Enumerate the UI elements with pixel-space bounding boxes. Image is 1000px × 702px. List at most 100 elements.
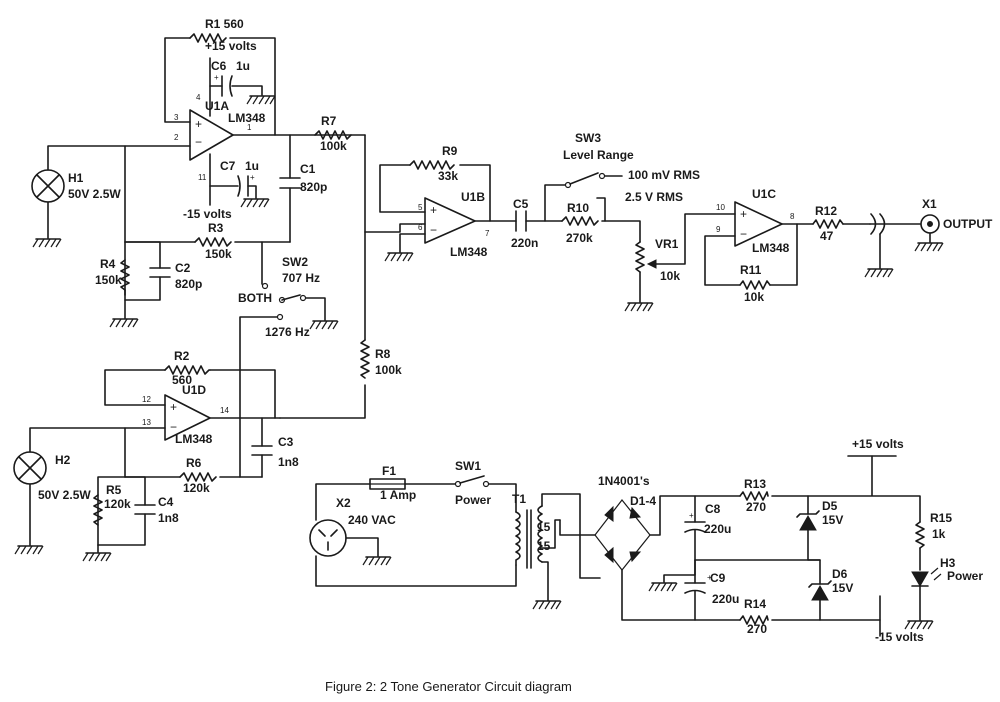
resistor-r2 — [164, 365, 211, 375]
t1-s2-label: 15 — [537, 539, 551, 553]
c1-label: C1 — [300, 162, 316, 176]
r12-value: 47 — [820, 229, 834, 243]
opamp-u1b-symbol — [424, 197, 476, 244]
sw2-contact-707 — [261, 282, 269, 290]
capacitor-c9-plate-b — [684, 589, 706, 594]
lamp-h1 — [31, 169, 65, 203]
sw2-common — [299, 294, 307, 302]
opamp-u1a-symbol — [189, 109, 234, 161]
r3-value: 150k — [205, 247, 232, 261]
r15-value: 1k — [932, 527, 946, 541]
wire-u1c-feedback — [704, 223, 798, 286]
pin-u1d-13: 13 — [142, 418, 151, 427]
pin-u1a-4: 4 — [196, 93, 201, 102]
pot-vr1-wiper-arrow — [646, 259, 657, 269]
pin-u1c-9: 9 — [716, 225, 721, 234]
resistor-r15 — [915, 521, 925, 549]
freq-707-label: 707 Hz — [282, 271, 320, 285]
pin-u1d-12: 12 — [142, 395, 151, 404]
resistor-r13 — [739, 491, 769, 501]
pin-u1a-3: 3 — [174, 113, 179, 122]
u1a-label: U1A — [205, 99, 229, 113]
wire-c2 — [124, 241, 161, 301]
resistor-r10 — [561, 216, 599, 226]
c6-plus: + — [214, 73, 219, 82]
c4-value: 1n8 — [158, 511, 179, 525]
u1c-stage: + − U1C LM348 10 9 8 R11 10k R12 47 X1 O… — [704, 187, 993, 304]
c2-label: C2 — [175, 261, 191, 275]
ground-h1 — [32, 238, 62, 248]
wire-sw3-bypass — [544, 184, 566, 222]
v25-label: 2.5 V RMS — [625, 190, 683, 204]
ground-x1 — [914, 242, 944, 252]
h1-label: H1 — [68, 171, 84, 185]
wire-bridge-left — [559, 519, 596, 536]
d5-label: D5 — [822, 499, 838, 513]
wire-secondary-bottom — [541, 519, 561, 549]
u1b-label: U1B — [461, 190, 485, 204]
zener-d6-bar — [808, 580, 832, 588]
r12-label: R12 — [815, 204, 837, 218]
resistor-r12 — [812, 219, 844, 229]
c7-value: 1u — [245, 159, 259, 173]
c5-label: C5 — [513, 197, 529, 211]
switch-sw1-contact-b — [482, 480, 490, 488]
r2-value: 560 — [172, 373, 192, 387]
led-h3-emission-arrows — [930, 567, 942, 581]
f1-label: F1 — [382, 464, 396, 478]
ground-x2 — [362, 556, 392, 566]
pin-u1b-7: 7 — [485, 229, 490, 238]
r13-value: 270 — [746, 500, 766, 514]
wire-r5 — [97, 476, 126, 546]
resistor-r9 — [409, 160, 455, 170]
h3-value: Power — [947, 569, 983, 583]
sw1-value: Power — [455, 493, 491, 507]
level-control: SW3 Level Range 100 mV RMS 2.5 V RMS R10… — [544, 131, 736, 312]
wire-r10-vr1 — [601, 220, 641, 243]
ground-led-h3 — [904, 620, 934, 630]
pin-u1a-2: 2 — [174, 133, 179, 142]
ground-r5 — [82, 552, 112, 562]
wire-mix-to-u1b — [364, 223, 426, 233]
wire-r2-loop — [104, 369, 276, 419]
diode-d4 — [629, 551, 642, 563]
sw3-contact-2v5 — [598, 172, 606, 180]
switch-sw1-lever — [459, 475, 485, 484]
mixer-network: R7 100k R8 100k — [279, 114, 426, 419]
wire-sw3-100mv — [596, 197, 606, 222]
r14-value: 270 — [747, 622, 767, 636]
vr1-value: 10k — [660, 269, 680, 283]
u1b-type: LM348 — [450, 245, 488, 259]
diodes-label: 1N4001's — [598, 474, 650, 488]
r4-label: R4 — [100, 257, 116, 271]
u1d-oscillator: + − U1D LM348 12 13 14 R2 560 C3 1n8 H2 … — [13, 349, 299, 562]
ground-sw2 — [309, 320, 339, 330]
mv100-label: 100 mV RMS — [628, 168, 700, 182]
led-h3 — [911, 571, 929, 588]
u1a-minus-sign: − — [195, 135, 202, 149]
capacitor-c6-plate-b — [229, 75, 233, 97]
pot-vr1 — [635, 241, 645, 273]
capacitor-c8-plate-b — [684, 528, 706, 533]
wire-c7 — [209, 185, 257, 199]
resistor-r8 — [360, 339, 370, 379]
wire-x2-gnd — [345, 537, 379, 557]
ground-h2 — [14, 545, 44, 555]
output-label: OUTPUT — [943, 217, 993, 231]
zener-d5-bar — [796, 510, 820, 518]
h2-value: 50V 2.5W — [38, 488, 91, 502]
r9-value: 33k — [438, 169, 458, 183]
c3-value: 1n8 — [278, 455, 299, 469]
power-supply: X2 240 VAC F1 1 Amp SW1 Power T1 15 15 1… — [309, 437, 983, 644]
level-range-label: Level Range — [563, 148, 634, 162]
wire-u1b-minus-gnd — [399, 233, 426, 253]
c4-label: C4 — [158, 495, 174, 509]
both-label: BOTH — [238, 291, 272, 305]
r13-label: R13 — [744, 477, 766, 491]
transformer-t1-secondary — [537, 505, 543, 563]
wire-c4 — [97, 476, 146, 546]
d5-value: 15V — [822, 513, 843, 527]
sw2-selector: SW2 707 Hz BOTH 1276 Hz — [238, 241, 339, 478]
r14-label: R14 — [744, 597, 766, 611]
